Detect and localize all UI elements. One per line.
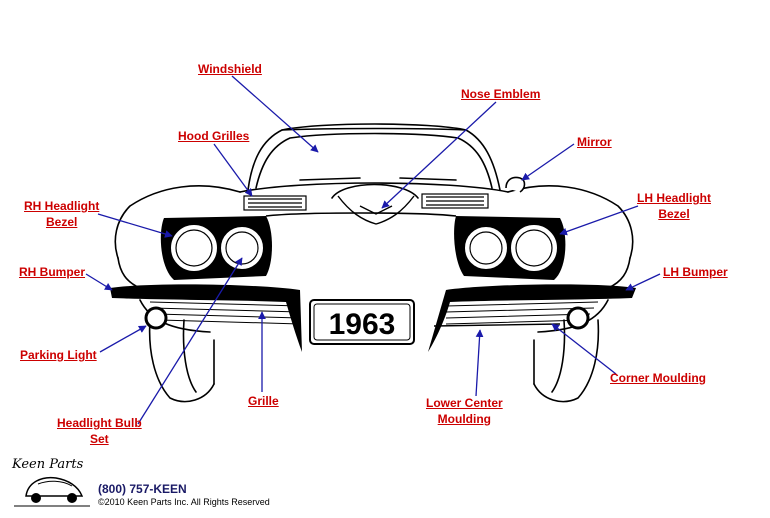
label-lh-headlight-bezel[interactable]: LH Headlight Bezel (637, 190, 711, 222)
footer-copyright: ©2010 Keen Parts Inc. All Rights Reserve… (98, 497, 270, 507)
label-lower-center-moulding-line1: Lower Center (426, 396, 503, 410)
lower-center-moulding (433, 323, 561, 327)
label-headlight-bulb-set-line1: Headlight Bulb (57, 416, 142, 430)
leader-windshield (231, 75, 319, 153)
mirror (505, 176, 526, 193)
hood-front (265, 212, 457, 217)
label-lh-headlight-bezel-line2: Bezel (658, 207, 690, 221)
leader-parking-light (99, 325, 147, 353)
label-headlight-bulb-set[interactable]: Headlight Bulb Set (57, 415, 142, 447)
label-grille[interactable]: Grille (248, 394, 279, 408)
label-parking-light[interactable]: Parking Light (20, 348, 97, 362)
leader-mirror (521, 143, 575, 181)
keen-parts-logo: Keen Parts (11, 457, 90, 507)
hood-grilles (243, 193, 489, 211)
label-headlight-bulb-set-line2: Set (89, 432, 109, 446)
label-rh-headlight-bezel-line1: RH Headlight (24, 199, 100, 213)
rh-headlight-bezel (160, 216, 272, 280)
label-rh-headlight-bezel-line2: Bezel (45, 215, 78, 229)
label-lower-center-moulding[interactable]: Lower Center Moulding (426, 395, 503, 427)
plate-number: 1963 (329, 308, 396, 341)
label-corner-moulding[interactable]: Corner Moulding (610, 371, 706, 385)
label-lh-bumper[interactable]: LH Bumper (663, 265, 728, 279)
label-lower-center-moulding-line2: Moulding (437, 412, 491, 426)
label-windshield[interactable]: Windshield (198, 62, 262, 76)
lh-headlight-bezel (454, 216, 566, 280)
parking-light (144, 306, 590, 330)
leader-lh-bumper (625, 273, 661, 291)
rh-bumper (110, 284, 302, 352)
label-hood-grilles[interactable]: Hood Grilles (178, 129, 250, 143)
leader-rh-headlight-bezel (97, 213, 173, 238)
lh-bumper (428, 284, 636, 352)
leader-lines (85, 75, 661, 425)
label-mirror[interactable]: Mirror (577, 135, 612, 149)
nose-emblem (337, 195, 415, 225)
label-lh-headlight-bezel-line1: LH Headlight (637, 191, 711, 205)
leader-corner-moulding (551, 323, 617, 375)
leader-hood-grilles (213, 143, 253, 197)
leader-headlight-bulb-set (137, 257, 243, 425)
footer-phone: (800) 757-KEEN (98, 482, 187, 496)
leader-nose-emblem (381, 101, 497, 209)
leader-lower-center-moulding (475, 329, 484, 397)
license-plate: 1963 (309, 299, 415, 345)
label-nose-emblem[interactable]: Nose Emblem (461, 87, 541, 101)
label-rh-bumper[interactable]: RH Bumper (19, 265, 86, 279)
leader-rh-bumper (85, 273, 113, 291)
leader-lh-headlight-bezel (559, 205, 639, 236)
label-rh-headlight-bezel[interactable]: RH Headlight Bezel (24, 198, 99, 230)
logo-text: Keen Parts (11, 457, 84, 472)
grille (149, 301, 599, 325)
